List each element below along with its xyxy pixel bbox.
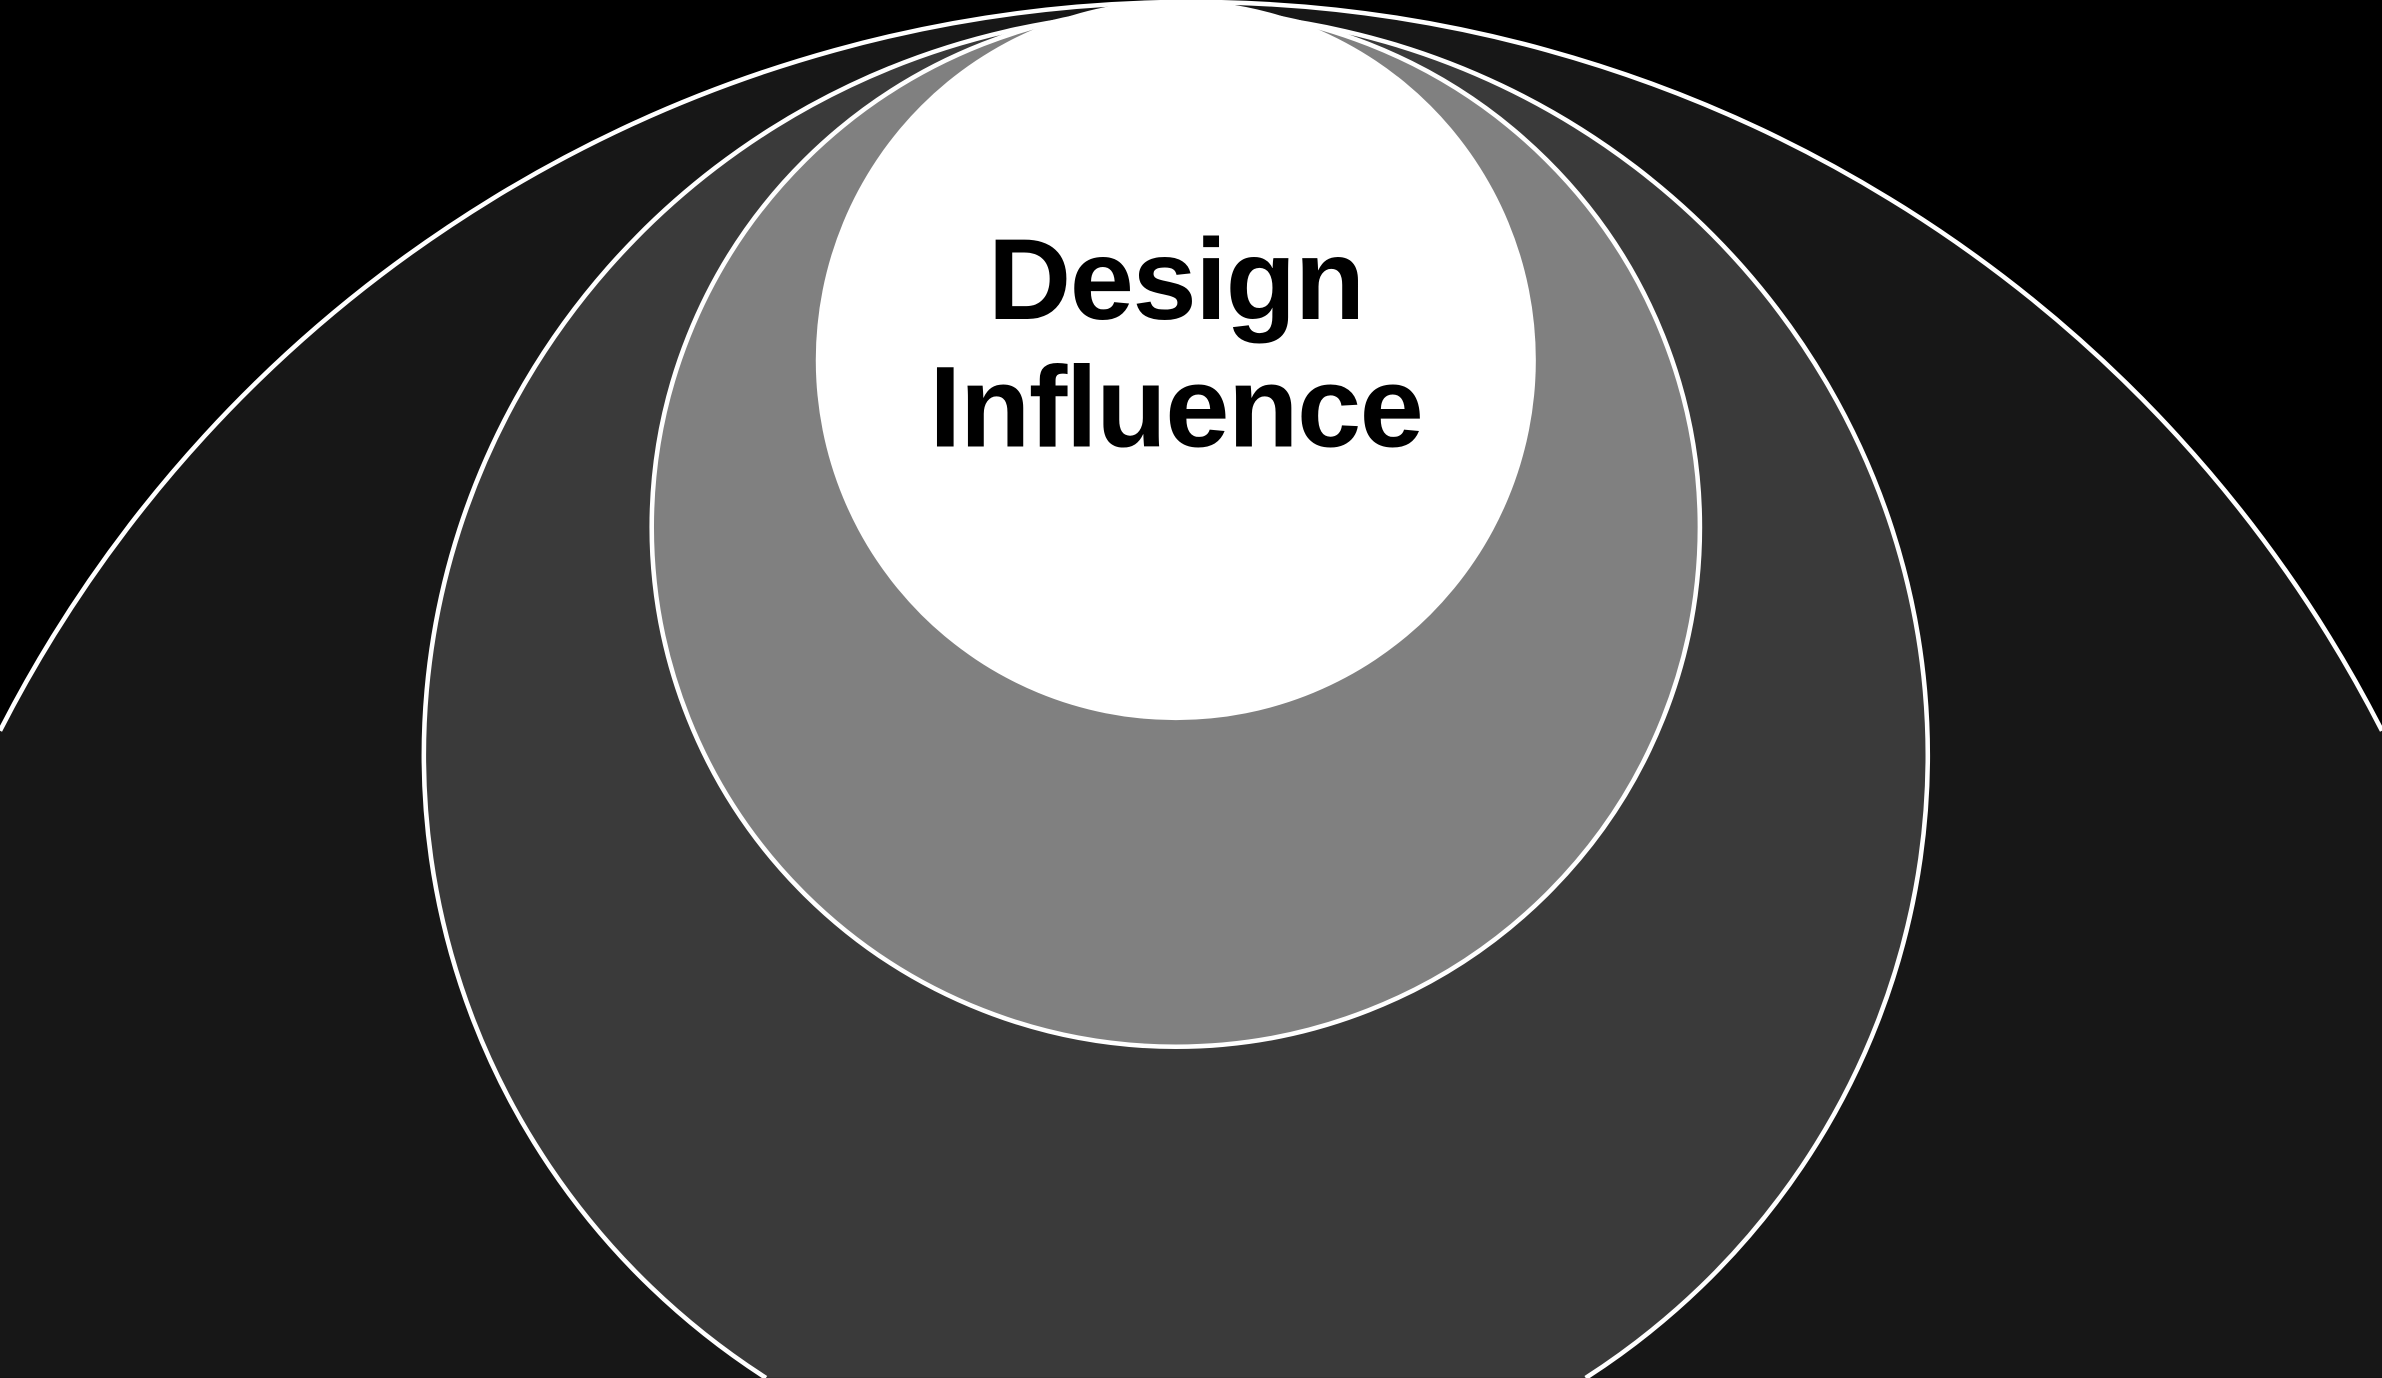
center-label-line2: Influence [929,343,1422,472]
core-circle [815,0,1536,721]
center-label-line1: Design [988,215,1364,344]
